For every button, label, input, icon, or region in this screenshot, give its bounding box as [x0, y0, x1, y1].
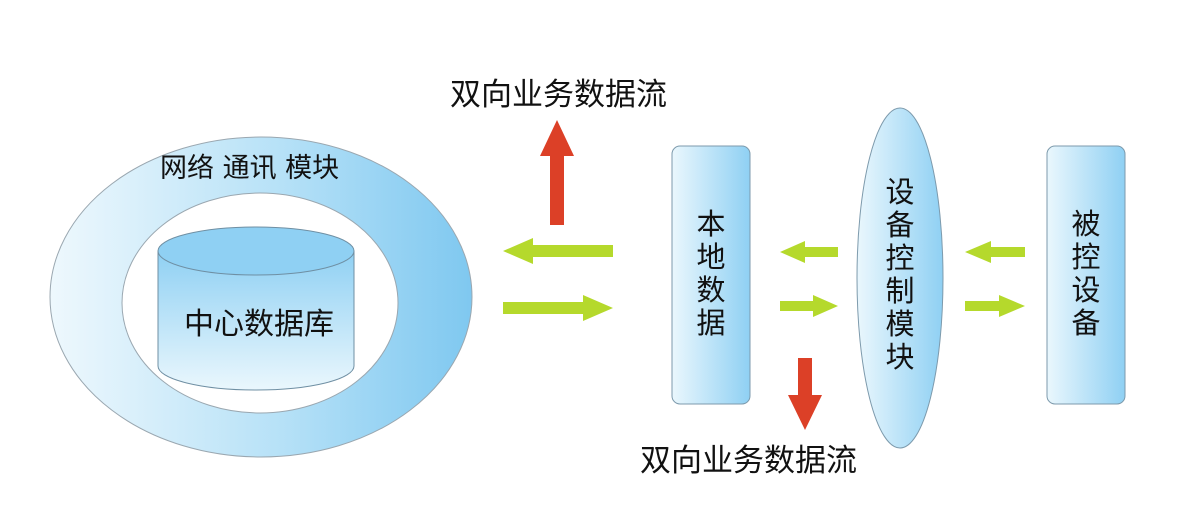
central-db-label: 中心数据库	[184, 307, 334, 342]
flow-label-top: 双向业务数据流	[450, 77, 667, 113]
local-data-label: 本地数据	[696, 207, 726, 341]
network-module-ring	[49, 136, 473, 458]
controlled-device-box	[1046, 145, 1126, 405]
arrow-right-icon	[780, 295, 838, 317]
device-control-label: 设备控制模块	[885, 175, 915, 375]
central-database-cylinder	[157, 226, 355, 391]
device-control-ellipse	[856, 107, 944, 449]
network-module-label: 网络 通讯 模块	[160, 153, 340, 184]
arrow-right-icon	[503, 295, 613, 321]
controlled-device-label: 被控设备	[1071, 207, 1101, 341]
local-data-box	[671, 145, 751, 405]
arrow-up-icon	[540, 120, 574, 225]
arrow-down-icon	[788, 358, 822, 430]
arrow-left-icon	[503, 238, 613, 264]
arrow-left-icon	[965, 241, 1025, 263]
flow-label-bottom: 双向业务数据流	[640, 443, 857, 479]
arrow-left-icon	[780, 241, 838, 263]
arrow-right-icon	[965, 295, 1025, 317]
